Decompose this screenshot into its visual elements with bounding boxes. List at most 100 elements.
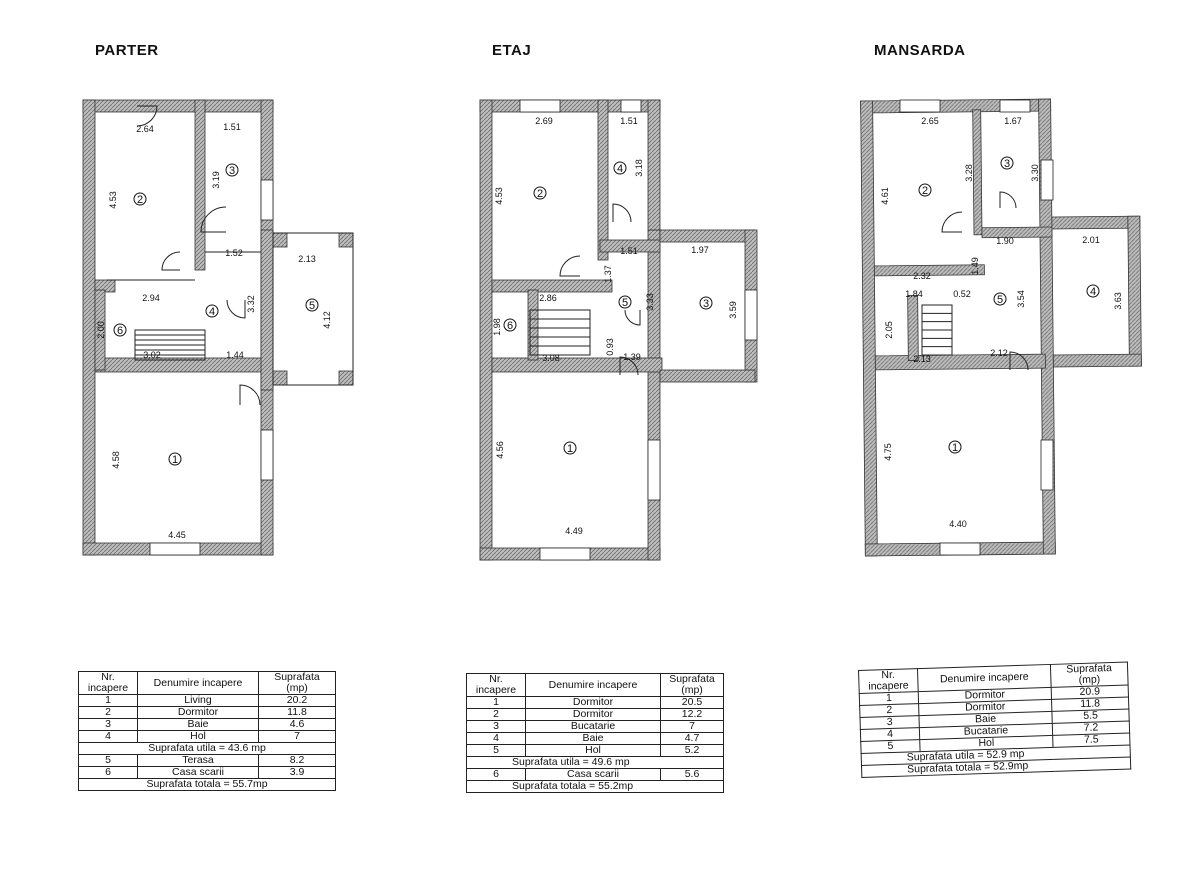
wall	[907, 295, 919, 361]
window	[620, 99, 642, 113]
dimension-label: 1.98	[492, 318, 502, 336]
wall	[338, 370, 354, 386]
wall	[82, 99, 96, 556]
wall	[272, 232, 288, 248]
room-number: 5	[997, 294, 1003, 306]
wall-lines	[107, 232, 953, 386]
door-swing	[619, 356, 639, 376]
room-number: 2	[922, 185, 928, 197]
room-number-circle	[113, 323, 127, 337]
floor-title-etaj: ETAJ	[492, 42, 532, 59]
wall	[338, 232, 354, 248]
wall	[1051, 215, 1141, 230]
dimension-label: 3.33	[645, 293, 655, 311]
col-suprafata: Suprafata (mp)	[1050, 662, 1129, 688]
wall	[82, 99, 274, 113]
col-nr: Nr. incapere	[78, 670, 138, 696]
dimension-label: 4.53	[108, 191, 118, 209]
dimension-label: 1.97	[691, 245, 709, 255]
wall	[874, 353, 1046, 371]
door-swing	[612, 203, 632, 223]
dimension-label: 1.51	[620, 116, 638, 126]
room-number: 5	[622, 297, 628, 309]
wall	[659, 369, 756, 383]
room-table-mansarda: Nr. incapere Denumire incapere Suprafata…	[858, 662, 1131, 779]
col-denumire: Denumire incapere	[525, 672, 661, 698]
dimension-label: 4.45	[168, 530, 186, 540]
room-number-circle	[225, 163, 239, 177]
room-number-circle	[1086, 284, 1100, 298]
room-number-circle	[918, 183, 932, 197]
window	[260, 429, 274, 481]
room-number: 4	[1090, 286, 1096, 298]
window	[149, 542, 201, 556]
floor-title-parter: PARTER	[95, 42, 159, 59]
wall	[272, 370, 288, 386]
room-number-circle	[993, 292, 1007, 306]
room-number: 6	[507, 320, 513, 332]
wall	[1127, 215, 1142, 367]
room-number: 3	[703, 298, 709, 310]
wall	[491, 279, 613, 293]
window	[519, 99, 561, 113]
wall	[981, 226, 1053, 239]
room-number-circle	[563, 441, 577, 455]
window	[260, 179, 274, 221]
col-denumire: Denumire incapere	[137, 670, 259, 696]
door-swing	[200, 206, 227, 233]
dimension-label: 4.58	[111, 451, 121, 469]
room-table-parter: Nr. incapere Denumire incapere Suprafata…	[78, 670, 336, 792]
door-swing	[999, 191, 1017, 209]
col-nr: Nr. incapere	[466, 672, 526, 698]
room-number-circle	[618, 295, 632, 309]
door-swing	[239, 384, 261, 406]
door-swing	[161, 251, 181, 271]
util-row: Suprafata utila = 43.6 mp	[78, 742, 336, 756]
dimension-label: 4.49	[565, 526, 583, 536]
room-number-circle	[205, 304, 219, 318]
room-number: 4	[617, 163, 623, 175]
window	[1040, 439, 1054, 491]
room-number: 2	[137, 194, 143, 206]
col-suprafata: Suprafata (mp)	[258, 670, 336, 696]
dimension-label: 4.40	[949, 519, 967, 529]
dimension-label: 2.00	[96, 321, 106, 339]
wall	[599, 239, 661, 253]
door-swing	[624, 309, 641, 326]
wall	[1052, 353, 1142, 368]
window	[539, 547, 591, 561]
dimension-label: 2.13	[298, 254, 316, 264]
wall	[659, 229, 756, 243]
room-number: 2	[537, 188, 543, 200]
walls	[82, 98, 1142, 561]
dimension-label: 3.19	[211, 171, 221, 189]
wall	[194, 99, 206, 271]
wall	[527, 289, 539, 361]
dimension-label: 2.64	[136, 124, 154, 134]
wall	[860, 100, 878, 557]
dimension-label: 4.61	[880, 187, 890, 205]
room-number-circle	[133, 192, 147, 206]
room-number: 6	[117, 325, 123, 337]
window	[999, 99, 1031, 113]
dimension-label: 0.93	[605, 338, 615, 356]
room-number-circle	[533, 186, 547, 200]
room-number-circle	[305, 298, 319, 312]
floor-title-mansarda: MANSARDA	[874, 42, 966, 59]
room-number: 3	[1004, 158, 1010, 170]
wall	[260, 229, 274, 391]
dimension-label: 3.08	[542, 353, 560, 363]
room-number: 1	[567, 443, 573, 455]
room-number-circle	[503, 318, 517, 332]
total-row: Suprafata totala = 55.7mp	[78, 778, 336, 792]
dimension-label: 2.12	[990, 348, 1008, 358]
door-swing	[1009, 351, 1029, 371]
